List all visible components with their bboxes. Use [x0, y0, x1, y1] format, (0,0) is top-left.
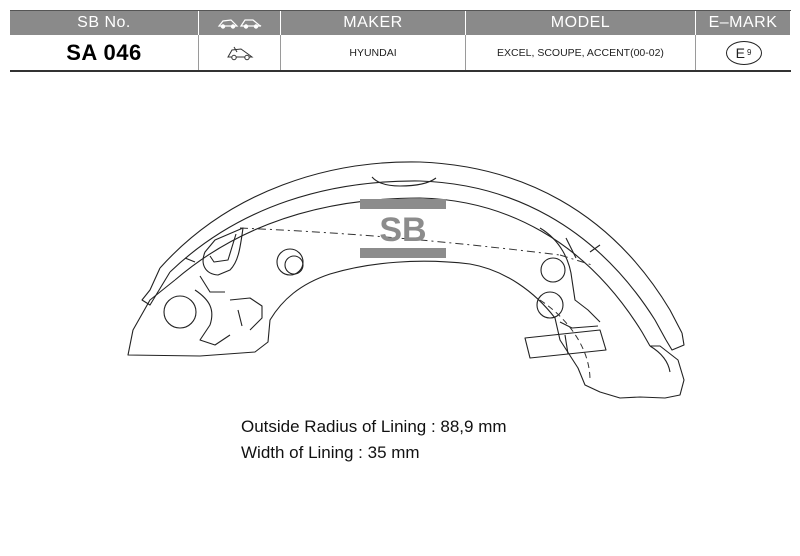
- web-cutout-left-inner: [209, 233, 237, 263]
- web-rib-right: [539, 227, 601, 323]
- lining-notch: [371, 176, 437, 187]
- lining-left-end: [141, 267, 171, 306]
- adjuster-lever: [524, 329, 607, 359]
- maker-value: HYUNDAI: [281, 35, 466, 70]
- header-sb-no: SB No.: [10, 11, 199, 35]
- pin-hole: [276, 248, 304, 276]
- header-maker: MAKER: [281, 11, 466, 35]
- adjuster-hole: [536, 291, 564, 319]
- rear-axle-cell: [199, 35, 281, 70]
- spec-table: SB No. MAKER MODEL E–MARK SA 046 HYUNDA: [10, 10, 791, 72]
- shoe-web-outline: [127, 260, 685, 399]
- shoe-rim-arc: [174, 197, 651, 347]
- lining-right-end: [665, 332, 685, 351]
- sb-number: SA 046: [10, 35, 199, 70]
- emark-letter: E: [735, 44, 745, 61]
- pin-hole-inner: [284, 255, 304, 275]
- web-step: [229, 297, 263, 331]
- sb-logo: SB: [360, 199, 446, 258]
- rear-axle-car-icon: [226, 46, 253, 60]
- lining-specs: Outside Radius of Lining : 88,9 mm Width…: [241, 414, 507, 466]
- lining-inner-arc: [169, 180, 667, 341]
- header-vehicle-icons: [199, 11, 281, 35]
- web-rib-left: [194, 289, 231, 346]
- outside-radius-spec: Outside Radius of Lining : 88,9 mm: [241, 417, 507, 436]
- model-value: EXCEL, SCOUPE, ACCENT(00-02): [466, 35, 696, 70]
- anchor-hole: [163, 295, 197, 329]
- emark-number: 9: [746, 48, 752, 57]
- header-model: MODEL: [466, 11, 696, 35]
- header-emark: E–MARK: [696, 11, 791, 35]
- spring-hole: [540, 257, 566, 283]
- lining-outer-arc: [159, 161, 683, 334]
- sb-logo-text: SB: [379, 211, 426, 249]
- lining-width-spec: Width of Lining : 35 mm: [241, 443, 420, 462]
- web-cutout-left: [202, 227, 244, 276]
- car-axle-icon: [217, 19, 261, 29]
- dashed-arc-line: [539, 299, 591, 381]
